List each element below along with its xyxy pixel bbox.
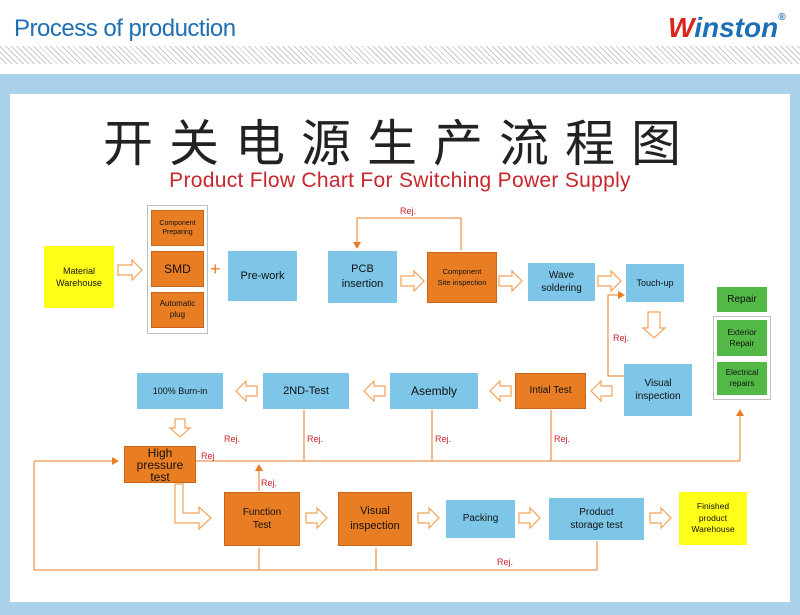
- product-storage-test-label: Product storage test: [570, 506, 623, 532]
- function-test-box: Function Test: [224, 492, 300, 546]
- rej-label-bottom: Rej.: [497, 557, 514, 567]
- electrical-repairs-box: Electrical repairs: [717, 362, 767, 395]
- material-warehouse-box: Material Warehouse: [44, 246, 114, 308]
- product-storage-test-box: Product storage test: [549, 498, 644, 540]
- automatic-plug-box: Automatic plug: [151, 292, 204, 328]
- exterior-repair-label: Exterior Repair: [727, 326, 757, 348]
- rej-label-touch-up: Rej.: [613, 333, 630, 343]
- finished-product-warehouse-label: Finished product Warehouse: [691, 501, 735, 535]
- high-pressure-test-label: High pressure test: [136, 445, 184, 484]
- repair-box: Repair: [717, 287, 767, 312]
- function-test-label: Function Test: [242, 506, 282, 532]
- second-test-box: 2ND-Test: [263, 373, 349, 409]
- burn-in-label: 100% Burn-in: [152, 385, 208, 396]
- burn-in-box: 100% Burn-in: [137, 373, 223, 409]
- smd-box: SMD: [151, 251, 204, 287]
- finished-product-warehouse-box: Finished product Warehouse: [679, 492, 747, 545]
- english-title: Product Flow Chart For Switching Power S…: [169, 169, 631, 192]
- initial-test-label: Intial Test: [529, 385, 572, 397]
- rej-label-pcb-loop: Rej.: [400, 206, 417, 216]
- component-preparing-box: Component Preparing: [151, 210, 204, 246]
- component-site-inspection-box: Component Site inspection: [427, 252, 497, 303]
- assembly-box: Asembly: [390, 373, 478, 409]
- rej-label-assembly: Rej.: [435, 434, 452, 444]
- high-pressure-test-box: High pressure test: [124, 446, 196, 483]
- pcb-insertion-label: PCB insertion: [341, 263, 384, 290]
- initial-test-box: Intial Test: [515, 373, 586, 409]
- touch-up-box: Touch-up: [626, 264, 684, 302]
- exterior-repair-box: Exterior Repair: [717, 320, 767, 356]
- packing-label: Packing: [462, 513, 499, 525]
- touch-up-label: Touch-up: [636, 277, 674, 288]
- registered-mark: ®: [778, 12, 786, 23]
- visual-inspection-2-label: Visual inspection: [350, 505, 400, 532]
- wave-soldering-label: Wave soldering: [541, 269, 582, 295]
- chinese-title: 开关电源生产流程图: [103, 115, 697, 173]
- smd-label: SMD: [164, 261, 191, 276]
- material-warehouse-label: Material Warehouse: [56, 265, 102, 288]
- page-title: Process of production: [14, 15, 236, 42]
- second-test-label: 2ND-Test: [283, 384, 329, 397]
- pre-work-label: Pre-work: [240, 269, 285, 282]
- plus-sign: +: [210, 259, 221, 279]
- component-preparing-label: Component Preparing: [159, 219, 196, 236]
- rej-label-burn-in: Rej.: [224, 434, 241, 444]
- pcb-insertion-box: PCB insertion: [328, 251, 397, 303]
- assembly-label: Asembly: [410, 383, 457, 398]
- wave-soldering-box: Wave soldering: [528, 263, 595, 301]
- rej-label-initial: Rej.: [554, 434, 571, 444]
- rej-label-second-test: Rej.: [307, 434, 324, 444]
- packing-box: Packing: [446, 500, 515, 538]
- hatched-divider: [0, 46, 800, 64]
- component-site-inspection-label: Component Site inspection: [437, 267, 487, 287]
- electrical-repairs-label: Electrical repairs: [725, 367, 759, 388]
- visual-inspection-2-box: Visual inspection: [338, 492, 412, 546]
- winston-logo: Winston®: [668, 12, 786, 43]
- visual-inspection-1-label: Visual inspection: [635, 377, 681, 403]
- rej-label-function: Rej.: [261, 478, 278, 488]
- pre-work-box: Pre-work: [228, 251, 297, 301]
- rej-label-high-pressure: Rej: [201, 451, 215, 461]
- automatic-plug-label: Automatic plug: [159, 299, 196, 319]
- repair-label: Repair: [727, 293, 757, 305]
- visual-inspection-1-box: Visual inspection: [624, 364, 692, 416]
